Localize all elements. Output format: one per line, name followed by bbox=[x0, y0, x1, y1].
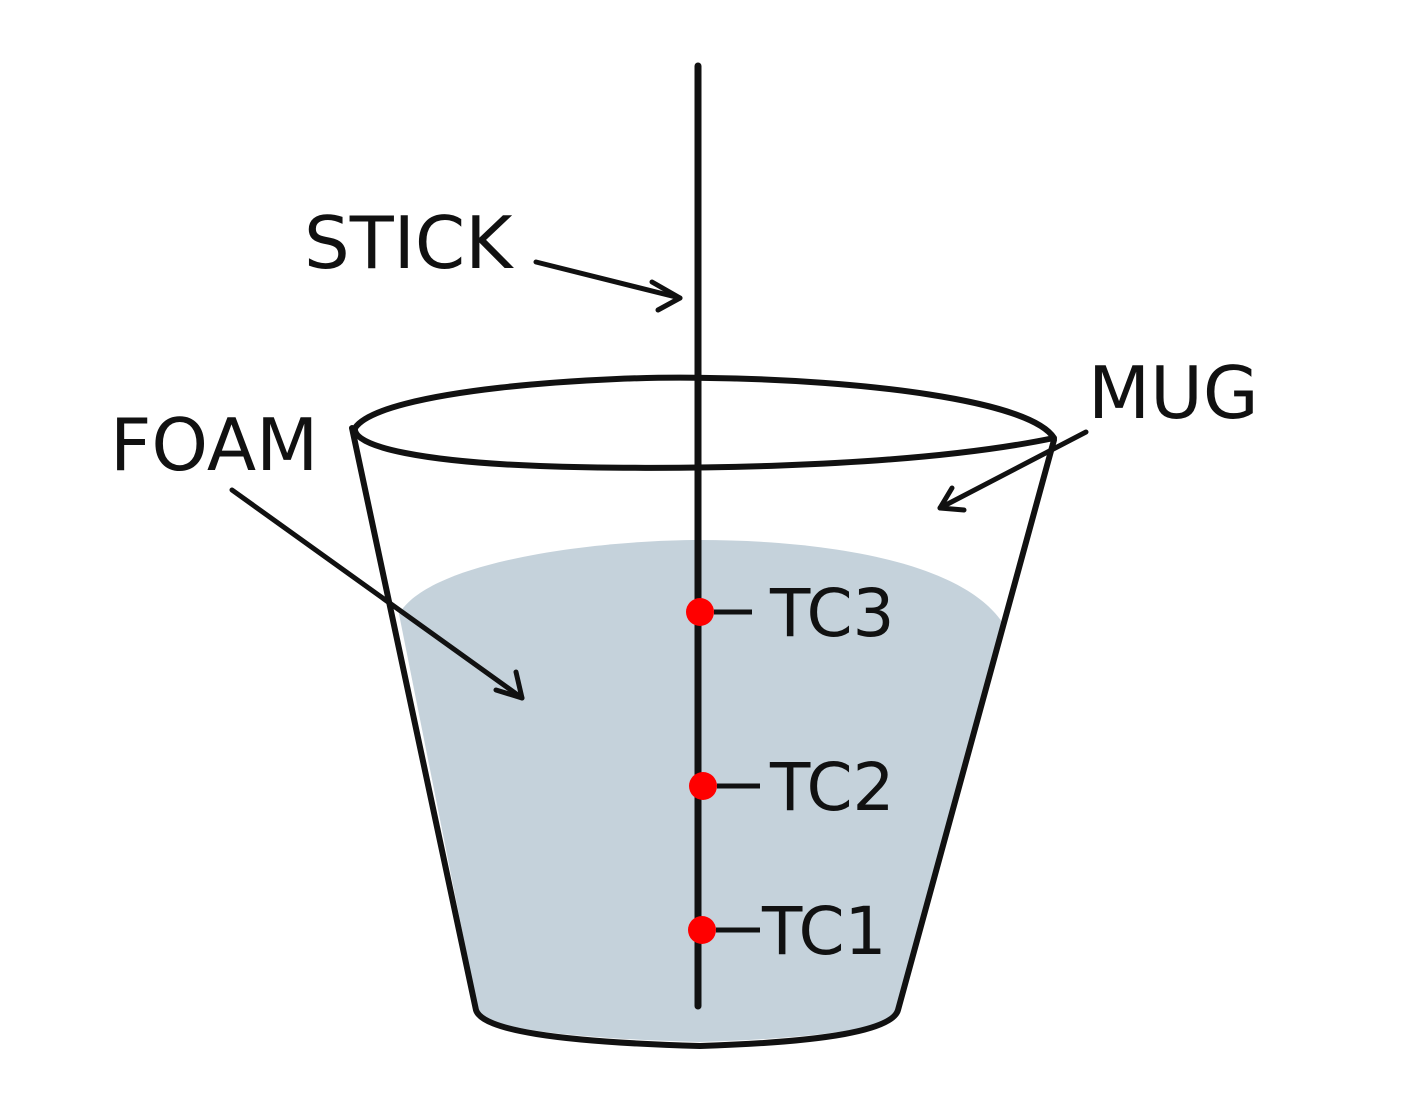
thermocouple-tc2: TC2 bbox=[689, 749, 895, 826]
sensor-dot-tc2 bbox=[689, 772, 717, 800]
stick-label: STICK bbox=[304, 201, 514, 285]
thermocouple-tc1: TC1 bbox=[688, 893, 887, 970]
sensor-label-tc1: TC1 bbox=[761, 893, 887, 970]
sensor-label-tc2: TC2 bbox=[769, 749, 895, 826]
sensor-label-tc3: TC3 bbox=[769, 575, 895, 652]
sensor-dot-tc1 bbox=[688, 916, 716, 944]
thermocouple-tc3: TC3 bbox=[686, 575, 895, 652]
mug-body-outline bbox=[349, 425, 1057, 1049]
mug-arrow bbox=[937, 429, 1089, 513]
sensor-dot-tc3 bbox=[686, 598, 714, 626]
mug-label: MUG bbox=[1088, 351, 1259, 435]
mug-rim-outline bbox=[352, 374, 1057, 471]
foam-arrow bbox=[229, 487, 525, 701]
stick-arrow bbox=[533, 259, 683, 313]
foam-label: FOAM bbox=[110, 403, 318, 487]
